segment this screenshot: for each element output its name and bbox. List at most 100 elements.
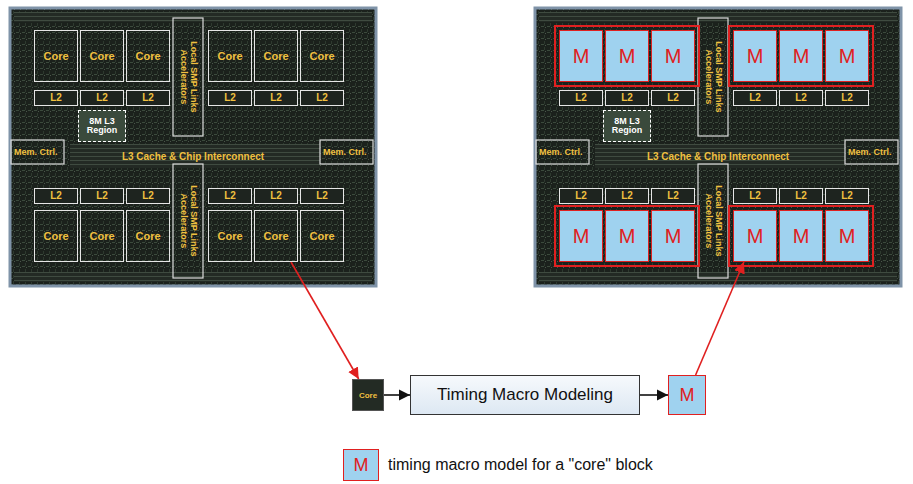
node-text: M [665,45,682,68]
region-label: L3 Cache & Chip Interconnect [647,151,789,162]
l2-cache-block: L2 [651,188,695,204]
block-label: Mem. Ctrl. [14,147,58,157]
node-text: L2 [621,93,633,103]
node-text: Core [263,230,288,242]
mem-ctrl-outline [11,140,64,164]
node-text: L2 [749,191,761,201]
smp-column-outline [173,18,203,136]
node-text: M [619,45,636,68]
l2-cache-block: L2 [559,90,603,106]
smp-column-outline [698,18,728,136]
l2-cache-block: L2 [559,188,603,204]
timing-macro-box: M [651,30,695,82]
bus-label: Local SMP Links Accelerators [178,27,198,127]
node-text: M [573,45,590,68]
timing-macro-box: M [779,30,823,82]
l2-cache-block: L2 [605,90,649,106]
core-block: Core [300,30,344,82]
l2-cache-block: L2 [825,188,869,204]
chip-die [535,8,901,286]
timing-macro-box: M [668,375,706,415]
core-block: Core [126,210,170,262]
flow-arrow [384,394,410,396]
timing-macro-box: M [605,30,649,82]
io-band [14,272,372,282]
node-text: L2 [224,93,236,103]
bus-label: Local SMP Links Accelerators [703,27,723,127]
node-text: Core [135,230,160,242]
macro-group-outline [555,26,699,86]
flow-arrow [640,394,668,396]
timing-macro-box: M [825,30,869,82]
core-block: Core [254,30,298,82]
timing-macro-box: M [779,210,823,262]
node-text: L2 [316,191,328,201]
node-text: Core [217,50,242,62]
l2-cache-block: L2 [126,90,170,106]
node-text: Core [89,230,114,242]
l2-cache-block: L2 [300,188,344,204]
block-label: Mem. Ctrl. [539,147,583,157]
node-text: Core [43,50,68,62]
io-band [539,272,897,282]
bus-label: Local SMP Links Accelerators [703,171,723,271]
mem-ctrl-outline [845,140,898,164]
l3-region-box: 8M L3 Region [78,110,126,142]
l2-cache-block: L2 [779,90,823,106]
timing-macro-box: M [825,210,869,262]
timing-macro-box: M [605,210,649,262]
node-text: Core [309,50,334,62]
core-thumbnail: Core [352,379,384,411]
node-text: M [839,225,856,248]
macro-group-outline [729,206,873,266]
node-text: L2 [142,93,154,103]
node-text: L2 [795,191,807,201]
l2-cache-block: L2 [34,188,78,204]
legend-symbol-text: M [354,455,369,476]
node-text: L2 [575,191,587,201]
l3-region-box: 8M L3 Region [603,110,651,142]
core-block: Core [80,30,124,82]
core-block: Core [208,210,252,262]
node-text: L2 [795,93,807,103]
node-text: M [793,45,810,68]
core-block: Core [34,210,78,262]
l2-cache-block: L2 [254,90,298,106]
node-text: L2 [50,191,62,201]
l2-cache-block: L2 [208,188,252,204]
node-text: Core [43,230,68,242]
l2-cache-block: L2 [254,188,298,204]
core-block: Core [80,210,124,262]
mem-ctrl-outline [320,140,373,164]
node-text: 8M L3 Region [607,117,647,136]
node-text: L2 [621,191,633,201]
node-text: Core [135,50,160,62]
node-text: Core [359,391,377,400]
node-text: Core [309,230,334,242]
l2-cache-block: L2 [779,188,823,204]
smp-column-outline [173,164,203,278]
core-block: Core [254,210,298,262]
timing-macro-box: M [733,210,777,262]
node-text: L2 [270,191,282,201]
node-text: L2 [270,93,282,103]
block-label: Mem. Ctrl. [848,147,892,157]
node-text: M [747,45,764,68]
node-text: Core [89,50,114,62]
l2-cache-block: L2 [733,90,777,106]
node-text: M [747,225,764,248]
node-text: M [839,45,856,68]
macro-group-outline [729,26,873,86]
timing-macro-box: M [651,210,695,262]
l2-cache-block: L2 [605,188,649,204]
core-block: Core [208,30,252,82]
l2-cache-block: L2 [825,90,869,106]
legend-text: timing macro model for a "core" block [388,456,653,474]
bus-label: Local SMP Links Accelerators [178,171,198,271]
l2-cache-block: L2 [733,188,777,204]
node-text: L2 [841,93,853,103]
l2-cache-block: L2 [34,90,78,106]
io-band [539,12,897,22]
node-text: L2 [575,93,587,103]
